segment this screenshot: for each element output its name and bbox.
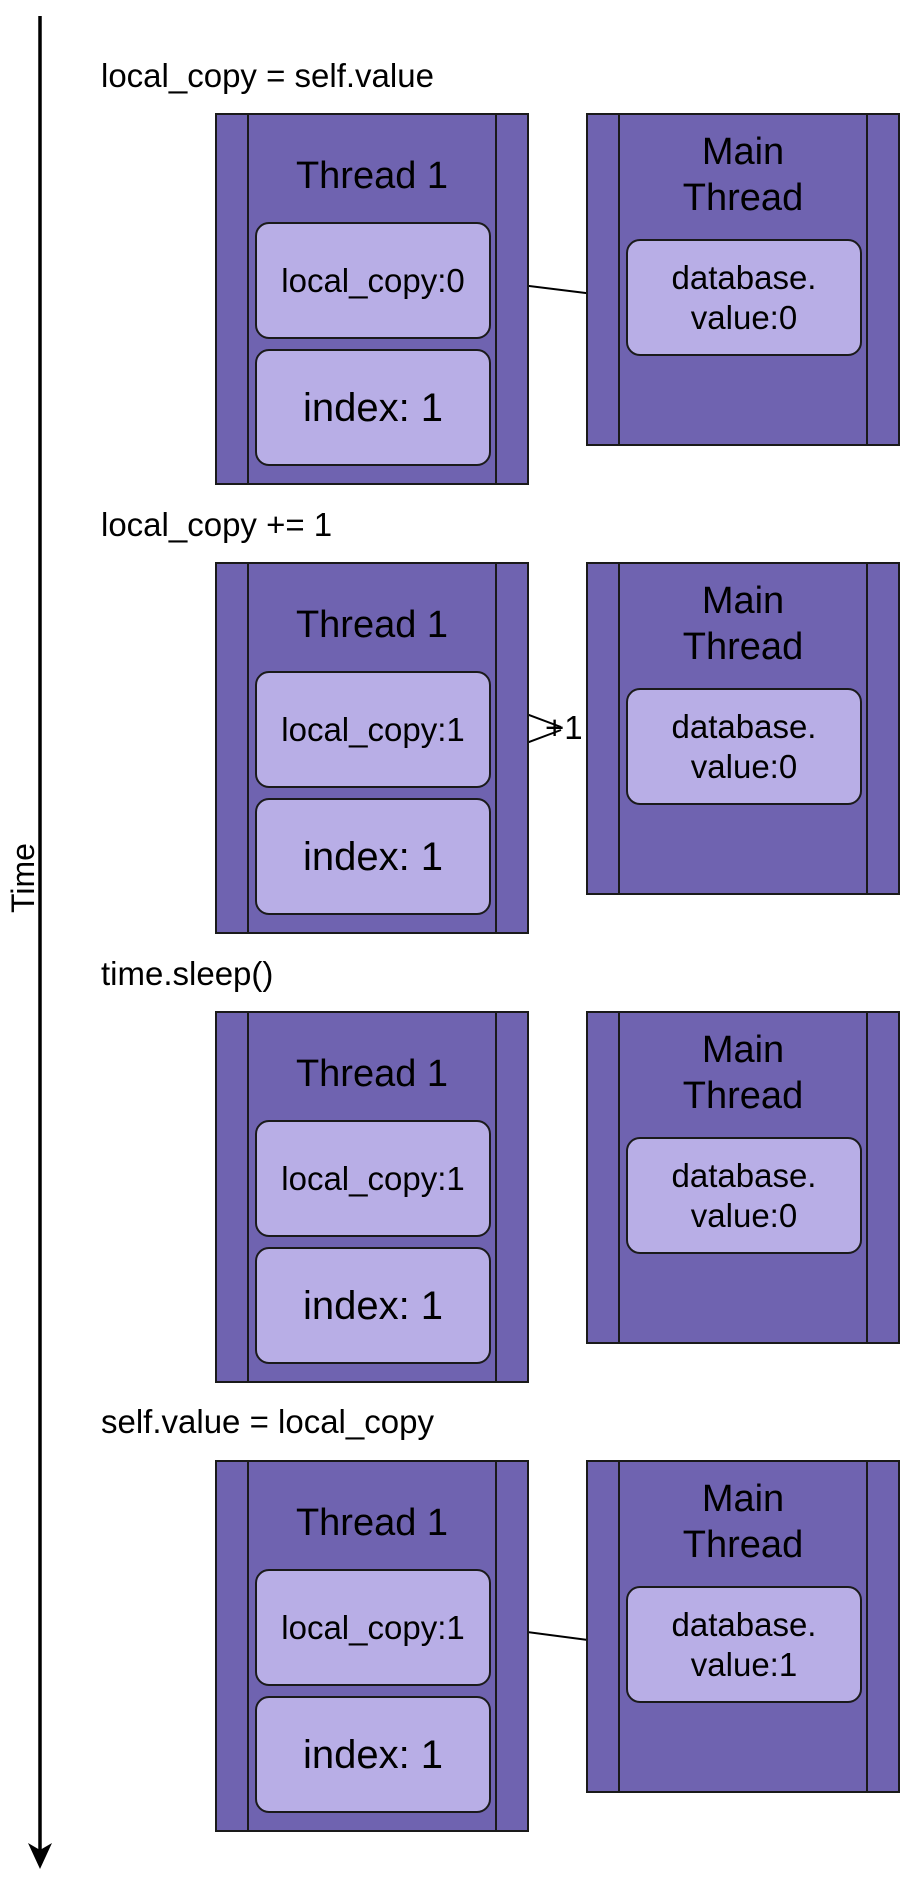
thread-1-title: Thread 1	[295, 1053, 449, 1095]
main-thread-panel: Main Thread database. value:1	[586, 1460, 900, 1793]
time-axis-label: Time	[5, 843, 41, 913]
database-value-cell: database. value:0	[626, 239, 862, 356]
step-1-code: local_copy = self.value	[101, 57, 434, 94]
main-thread-title-line2: Thread	[682, 626, 804, 668]
database-value-line1: database.	[671, 1156, 817, 1194]
index-cell: index: 1	[255, 798, 491, 915]
thread-1-panel: Thread 1 local_copy:0 index: 1	[215, 113, 529, 485]
database-value-line1: database.	[671, 1605, 817, 1643]
main-thread-title-line2: Thread	[682, 1524, 804, 1566]
database-value-line2: value:0	[690, 1196, 798, 1234]
main-thread-panel: Main Thread database. value:0	[586, 113, 900, 446]
index-cell: index: 1	[255, 1696, 491, 1813]
main-thread-title-line1: Main	[701, 1478, 785, 1520]
database-value-line2: value:1	[690, 1645, 798, 1683]
index-cell: index: 1	[255, 1247, 491, 1364]
main-thread-title-line2: Thread	[682, 1075, 804, 1117]
thread-1-panel: Thread 1 local_copy:1 index: 1	[215, 1460, 529, 1832]
time-axis-arrowhead	[28, 1843, 52, 1869]
database-value-line2: value:0	[690, 298, 798, 336]
main-thread-title-line2: Thread	[682, 177, 804, 219]
thread-1-panel: Thread 1 local_copy:1 index: 1	[215, 1011, 529, 1383]
local-copy-cell: local_copy:1	[255, 1120, 491, 1237]
database-value-line1: database.	[671, 707, 817, 745]
thread-1-panel: Thread 1 local_copy:1 index: 1	[215, 562, 529, 934]
main-thread-title-line1: Main	[701, 131, 785, 173]
database-value-cell: database. value:0	[626, 688, 862, 805]
thread-1-title: Thread 1	[295, 604, 449, 646]
database-value-line2: value:0	[690, 747, 798, 785]
database-value-cell: database. value:1	[626, 1586, 862, 1703]
main-thread-title-line1: Main	[701, 580, 785, 622]
thread-1-title: Thread 1	[295, 1502, 449, 1544]
local-copy-cell: local_copy:1	[255, 671, 491, 788]
step-3-code: time.sleep()	[101, 955, 274, 992]
increment-label: +1	[545, 709, 583, 746]
index-cell: index: 1	[255, 349, 491, 466]
local-copy-cell: local_copy:0	[255, 222, 491, 339]
step-2-code: local_copy += 1	[101, 506, 333, 543]
database-value-line1: database.	[671, 258, 817, 296]
main-thread-panel: Main Thread database. value:0	[586, 1011, 900, 1344]
main-thread-panel: Main Thread database. value:0	[586, 562, 900, 895]
thread-1-title: Thread 1	[295, 155, 449, 197]
local-copy-cell: local_copy:1	[255, 1569, 491, 1686]
step-4-code: self.value = local_copy	[101, 1403, 434, 1440]
main-thread-title-line1: Main	[701, 1029, 785, 1071]
database-value-cell: database. value:0	[626, 1137, 862, 1254]
